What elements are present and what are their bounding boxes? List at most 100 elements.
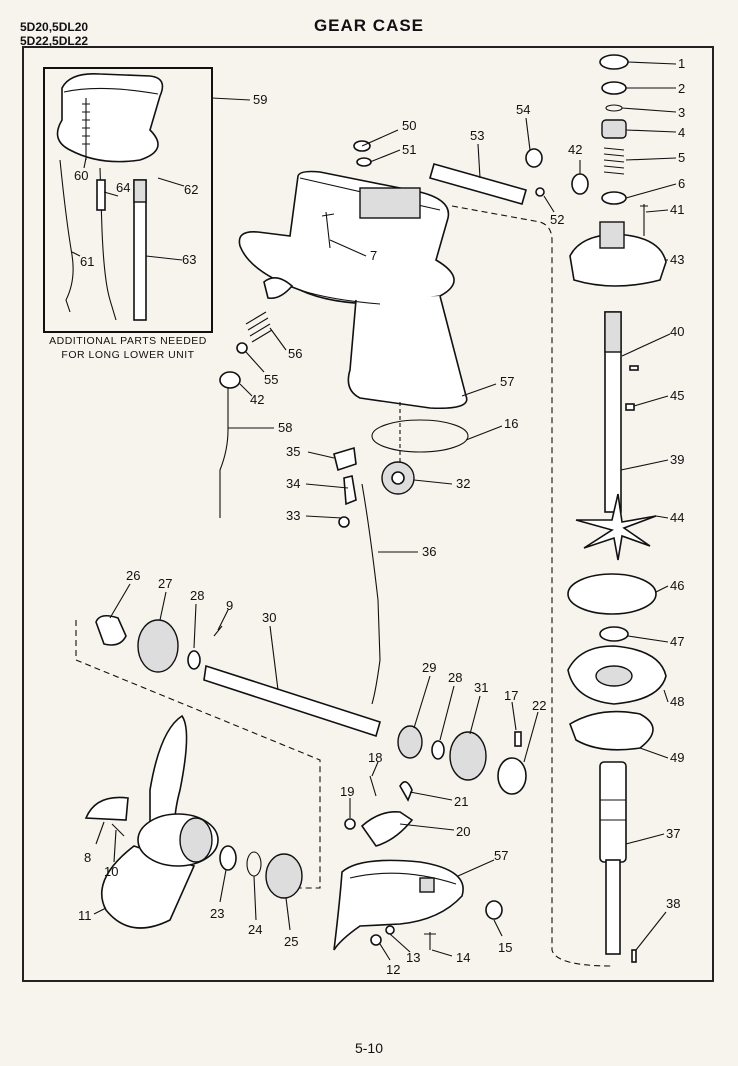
callout-7: 7	[370, 248, 377, 263]
callout-47: 47	[670, 634, 684, 649]
callout-52: 52	[550, 212, 564, 227]
callout-46: 46	[670, 578, 684, 593]
screw-14	[424, 932, 436, 950]
callout-leader-lines	[71, 61, 677, 961]
screw-19	[344, 818, 356, 830]
callout-9: 9	[226, 598, 233, 613]
callout-13: 13	[406, 950, 420, 965]
propeller-11	[101, 714, 219, 929]
pin-10	[111, 823, 125, 837]
callout-11: 11	[78, 908, 92, 923]
part-2	[601, 81, 627, 95]
plate-46	[567, 573, 657, 615]
impeller-44	[575, 493, 657, 561]
callout-17: 17	[504, 688, 518, 703]
grommet-42-right	[571, 173, 589, 195]
models-line-1: 5D20,5DL20	[20, 20, 89, 34]
diagram-frame	[22, 46, 714, 982]
callout-43: 43	[670, 252, 684, 267]
shift-rod-36	[361, 483, 381, 705]
callout-42-right: 42	[568, 142, 582, 157]
callout-23: 23	[210, 906, 224, 921]
callout-15: 15	[498, 940, 512, 955]
callout-56: 56	[288, 346, 302, 361]
callout-12: 12	[386, 962, 400, 977]
callout-64: 64	[116, 180, 130, 195]
o-ring-24	[246, 851, 262, 877]
callout-59: 59	[253, 92, 267, 107]
callout-29: 29	[422, 660, 436, 675]
callout-36: 36	[422, 544, 436, 559]
screw-41	[640, 204, 648, 236]
callout-25: 25	[284, 934, 298, 949]
gasket-49	[569, 710, 654, 751]
callout-26: 26	[126, 568, 140, 583]
propeller-shaft-30	[203, 664, 381, 738]
callout-33: 33	[286, 508, 300, 523]
pin-40	[629, 365, 639, 371]
plug-15	[485, 900, 503, 920]
callout-8: 8	[84, 850, 91, 865]
screw-12	[370, 934, 382, 946]
washer-13	[385, 925, 395, 935]
callout-55: 55	[264, 372, 278, 387]
driveshaft-housing	[238, 170, 468, 410]
callout-41: 41	[670, 202, 684, 217]
spring-56	[245, 311, 273, 343]
callouts: 59 1 2 3 4 5 6 7 8 9 10 11 12 13 14 15 1…	[74, 56, 685, 977]
model-numbers: 5D20,5DL20 5D22,5DL22	[20, 20, 88, 48]
callout-20: 20	[456, 824, 470, 839]
callout-34: 34	[286, 476, 300, 491]
callout-2: 2	[678, 81, 685, 96]
spring-5	[603, 147, 625, 175]
callout-60: 60	[74, 168, 88, 183]
callout-28-left: 28	[190, 588, 204, 603]
callout-1: 1	[678, 56, 685, 71]
callout-63: 63	[182, 252, 196, 267]
part-3	[605, 104, 623, 112]
callout-42-left: 42	[250, 392, 264, 407]
callout-22: 22	[532, 698, 546, 713]
callout-62: 62	[184, 182, 198, 197]
forward-gear-27	[137, 619, 179, 673]
grommet-42-left	[219, 371, 241, 389]
models-line-2: 5D22,5DL22	[20, 34, 89, 48]
shift-lever-20	[360, 810, 414, 847]
callout-45: 45	[670, 388, 684, 403]
pump-housing-top	[599, 221, 625, 249]
screw-52	[535, 187, 545, 197]
callout-21: 21	[454, 794, 468, 809]
washer-51	[356, 157, 372, 167]
callout-31: 31	[474, 680, 488, 695]
key-45	[625, 403, 635, 411]
callout-14: 14	[456, 950, 470, 965]
callout-39: 39	[670, 452, 684, 467]
callout-37: 37	[666, 826, 680, 841]
washer-28-left	[187, 650, 201, 670]
callout-54: 54	[516, 102, 530, 117]
callout-40: 40	[670, 324, 684, 339]
bushing-22	[497, 757, 527, 795]
callout-30: 30	[262, 610, 276, 625]
callout-48: 48	[670, 694, 684, 709]
clutch-29	[397, 725, 423, 759]
ball-55	[236, 342, 248, 354]
callout-28-right: 28	[448, 670, 462, 685]
seal-47	[599, 626, 629, 642]
plug-54	[525, 148, 543, 168]
long-lower-unit-inset	[43, 67, 213, 333]
callout-58: 58	[278, 420, 292, 435]
bearing-carrier-25	[265, 853, 303, 899]
seal-23	[219, 845, 237, 871]
pump-housing-43	[569, 233, 667, 287]
callout-32: 32	[456, 476, 470, 491]
pin-17	[514, 731, 522, 747]
callout-3: 3	[678, 105, 685, 120]
dashed-assembly-line-right	[451, 205, 613, 967]
screw-33	[338, 516, 350, 528]
callout-38: 38	[666, 896, 680, 911]
lower-gear-case	[333, 859, 464, 951]
plate-53	[429, 163, 527, 205]
bracket-34	[343, 475, 357, 506]
